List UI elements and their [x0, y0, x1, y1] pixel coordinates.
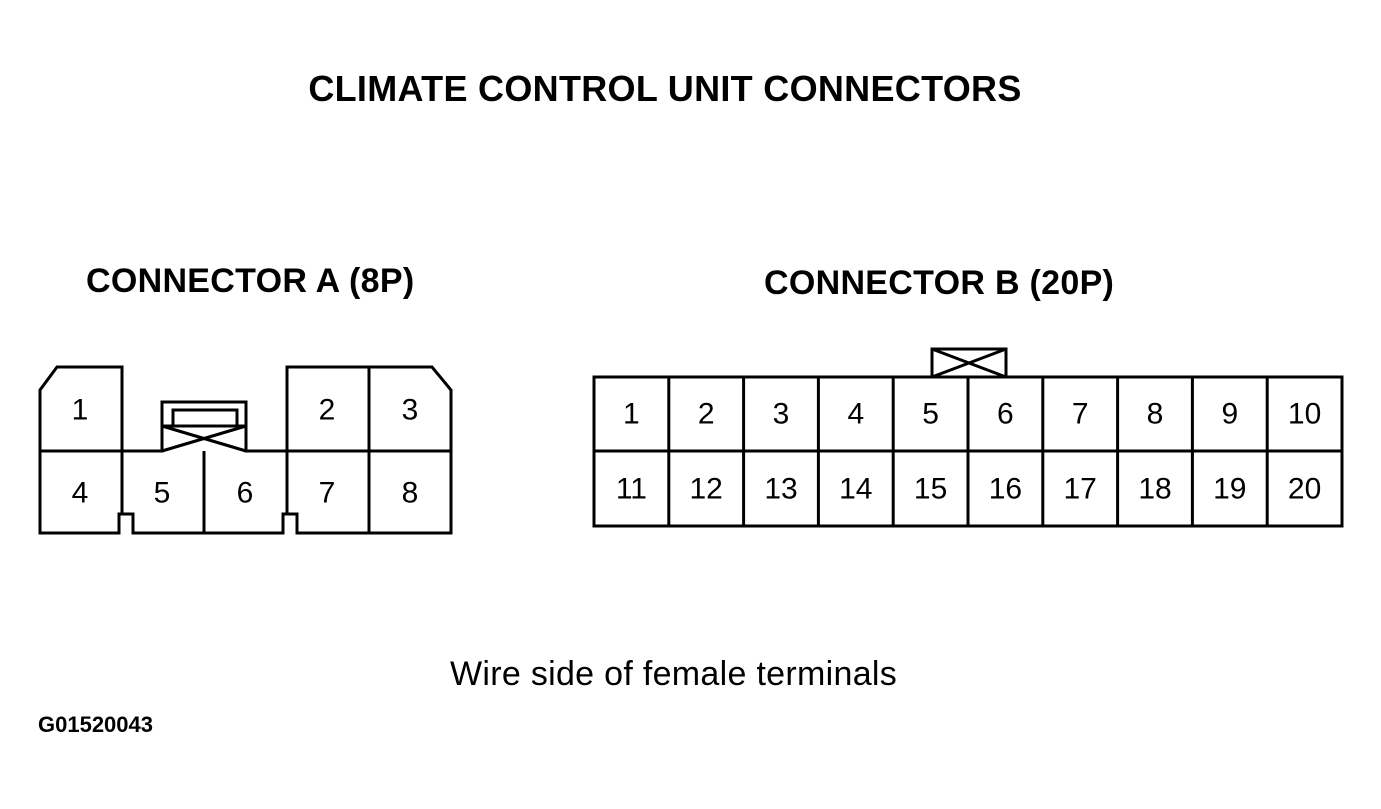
connector-b-pin-15: 15	[914, 473, 947, 506]
connector-a-pin-4: 4	[72, 477, 89, 510]
connector-a	[38, 365, 453, 535]
connector-b-pin-14: 14	[839, 473, 872, 506]
connector-b-pin-1: 1	[623, 398, 640, 431]
figure-id: G01520043	[38, 712, 153, 737]
connector-a-pin-2: 2	[319, 394, 336, 427]
connector-b-pin-17: 17	[1064, 473, 1097, 506]
connector-b-pin-16: 16	[989, 473, 1022, 506]
connector-a-pin-5: 5	[154, 477, 171, 510]
connector-a-pin-7: 7	[319, 477, 336, 510]
connector-b-pin-9: 9	[1221, 398, 1238, 431]
caption: Wire side of female terminals	[450, 655, 898, 693]
connector-b-pin-2: 2	[698, 398, 715, 431]
connector-b-pin-13: 13	[764, 473, 797, 506]
connector-b-pin-6: 6	[997, 398, 1014, 431]
connector-a-housing	[38, 365, 453, 535]
page-title: CLIMATE CONTROL UNIT CONNECTORS	[308, 68, 1022, 109]
connector-a-title: CONNECTOR A (8P)	[86, 262, 415, 300]
connector-a-pin-6: 6	[237, 477, 254, 510]
connector-b-pin-11: 11	[616, 473, 647, 506]
connector-b-pin-3: 3	[773, 398, 790, 431]
connector-a-pin-3: 3	[402, 394, 419, 427]
connector-a-pin-8: 8	[402, 477, 419, 510]
connector-b-pin-8: 8	[1147, 398, 1164, 431]
connector-b-pin-4: 4	[847, 398, 864, 431]
connector-a-lock-cross	[161, 424, 247, 453]
connector-b-pin-19: 19	[1213, 473, 1246, 506]
connector-b-pin-12: 12	[690, 473, 723, 506]
connector-a-lock-slot	[171, 408, 239, 428]
connector-b-pin-7: 7	[1072, 398, 1089, 431]
connector-b-pin-20: 20	[1288, 473, 1321, 506]
connector-b-lock-cross	[931, 347, 1007, 379]
connector-b-pin-10: 10	[1288, 398, 1321, 431]
connector-b-title: CONNECTOR B (20P)	[764, 264, 1115, 302]
connector-b-pin-5: 5	[922, 398, 939, 431]
connector-b	[592, 347, 1344, 528]
connector-a-pin-1: 1	[72, 394, 89, 427]
connector-b-pin-18: 18	[1138, 473, 1171, 506]
